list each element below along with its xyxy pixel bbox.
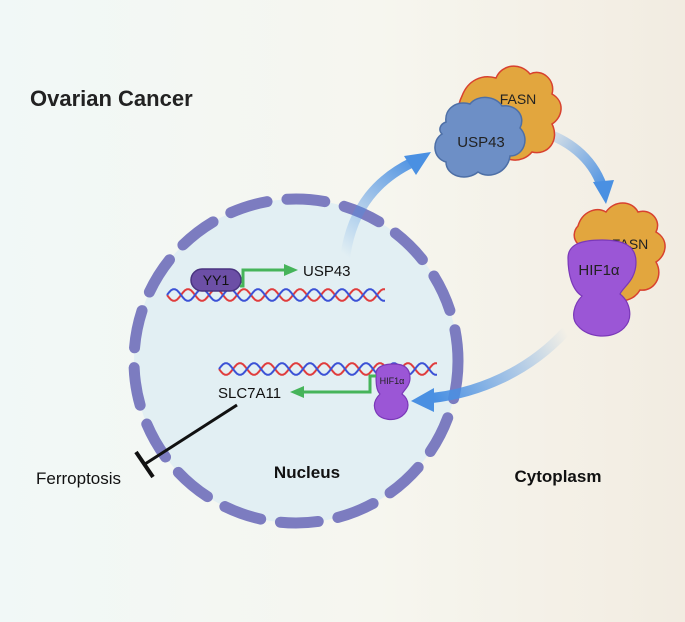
fasn-usp43-complex: FASN USP43 — [434, 65, 562, 178]
usp43-transcription-arrow — [240, 264, 298, 288]
nucleus-label: Nucleus — [274, 463, 340, 482]
yy1-label: YY1 — [203, 272, 230, 288]
hif1a-label-nucleus: HIF1α — [380, 376, 405, 386]
slc7a11-transcription-arrow — [290, 374, 376, 398]
hif1a-protein-cytoplasm — [567, 239, 637, 337]
usp43-gene-label: USP43 — [303, 263, 351, 280]
usp43-protein — [434, 96, 526, 178]
fasn-hif1a-complex: FASN HIF1α — [567, 202, 666, 337]
yy1-protein — [190, 268, 242, 292]
yy1-transcription-factor: YY1 — [190, 268, 242, 292]
hif1a-protein-nucleus — [373, 363, 411, 421]
arrow-nucleus-to-usp43 — [340, 152, 431, 263]
arrow-hif1a-to-nucleus — [411, 327, 570, 412]
hif1a-nuclear: HIF1α — [373, 363, 411, 421]
slc7a11-gene-label: SLC7A11 — [218, 385, 281, 402]
usp43-label-protein: USP43 — [457, 134, 505, 151]
ferroptosis-label: Ferroptosis — [36, 469, 121, 488]
diagram-title: Ovarian Cancer — [30, 86, 193, 111]
cytoplasm-label: Cytoplasm — [515, 467, 602, 486]
ferroptosis-inhibition — [134, 403, 238, 479]
hif1a-label-cytoplasm: HIF1α — [578, 262, 620, 279]
fasn-label-top: FASN — [500, 91, 537, 107]
